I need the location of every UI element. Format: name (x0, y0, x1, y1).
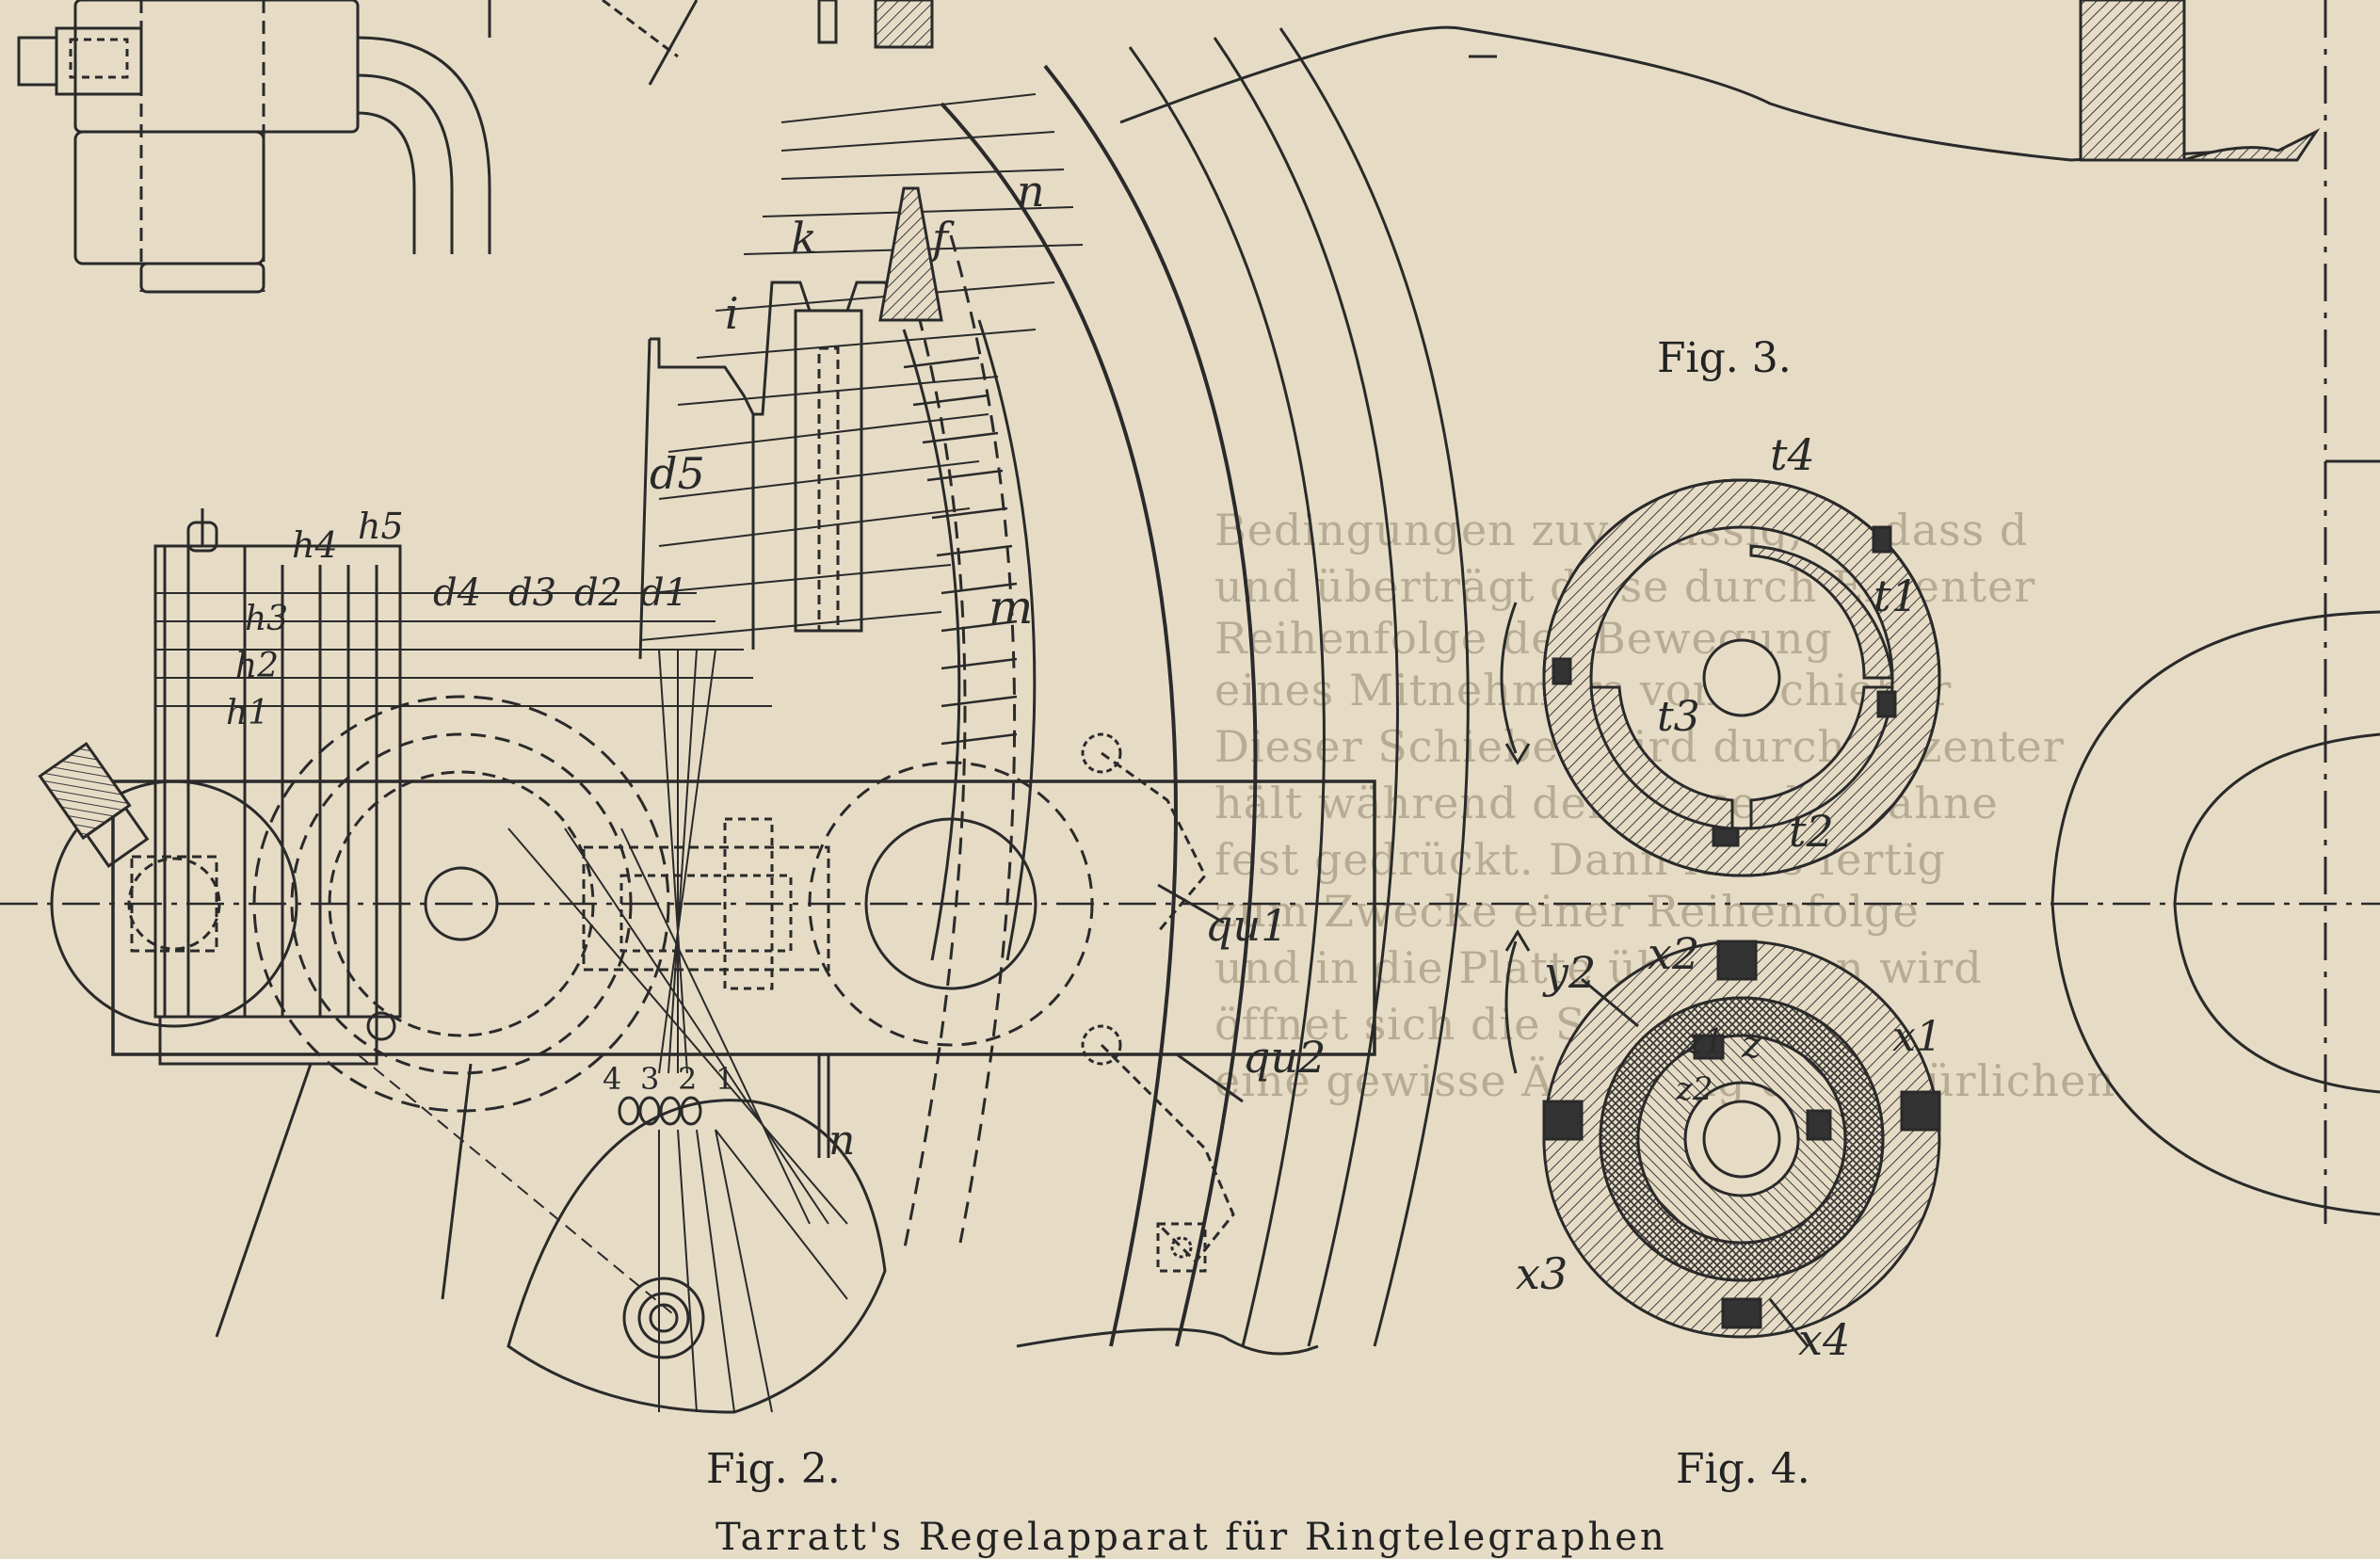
label-y2: y2 (1544, 947, 1597, 998)
caption-fig2: Fig. 2. (706, 1445, 841, 1493)
label-t2: t2 (1789, 806, 1834, 857)
label-h5: h5 (358, 506, 404, 547)
fig3-drawing (1469, 0, 2380, 1224)
plate-title: Tarratt's Regelapparat für Ringtelegraph… (716, 1516, 1667, 1559)
label-x1: x1 (1892, 1013, 1942, 1061)
label-num4: 4 (603, 1061, 622, 1097)
fig4-bottom-ring (1504, 929, 1941, 1347)
label-num1: 1 (716, 1061, 735, 1097)
label-h4: h4 (292, 524, 338, 566)
label-z2: z2 (1676, 1070, 1713, 1108)
label-qu1: qu1 (1205, 900, 1289, 951)
label-n-bottom: n (828, 1117, 856, 1165)
label-n-top: n (1017, 166, 1045, 217)
label-t1: t1 (1873, 571, 1919, 621)
label-f: f (932, 213, 949, 264)
label-x4: x4 (1798, 1314, 1851, 1365)
label-z: z (1742, 1023, 1762, 1067)
label-d3: d3 (508, 571, 557, 615)
label-m: m (989, 580, 1034, 635)
bleed-text-8: zum Zwecke einer Reihenfolge (1214, 886, 1920, 937)
fig2-drawing (0, 0, 2380, 1414)
label-z1: z1 (1685, 1023, 1725, 1062)
label-h2: h2 (235, 647, 280, 685)
label-i: i (725, 288, 739, 339)
fig4-top-ring (1500, 478, 1941, 877)
label-t3: t3 (1657, 693, 1700, 741)
label-d2: d2 (574, 571, 623, 615)
label-qu2: qu2 (1243, 1032, 1327, 1083)
label-d1: d1 (640, 571, 689, 615)
caption-fig4: Fig. 4. (1676, 1445, 1810, 1493)
label-x3: x3 (1516, 1248, 1568, 1299)
label-t4: t4 (1770, 429, 1815, 480)
label-h1: h1 (226, 694, 270, 732)
label-num2: 2 (678, 1061, 698, 1097)
label-d5: d5 (650, 448, 705, 499)
label-h3: h3 (245, 600, 289, 638)
caption-fig3: Fig. 3. (1657, 334, 1792, 382)
label-k: k (791, 213, 817, 264)
label-num3: 3 (640, 1061, 660, 1097)
label-x2: x2 (1648, 928, 1700, 979)
label-d4: d4 (433, 571, 482, 615)
